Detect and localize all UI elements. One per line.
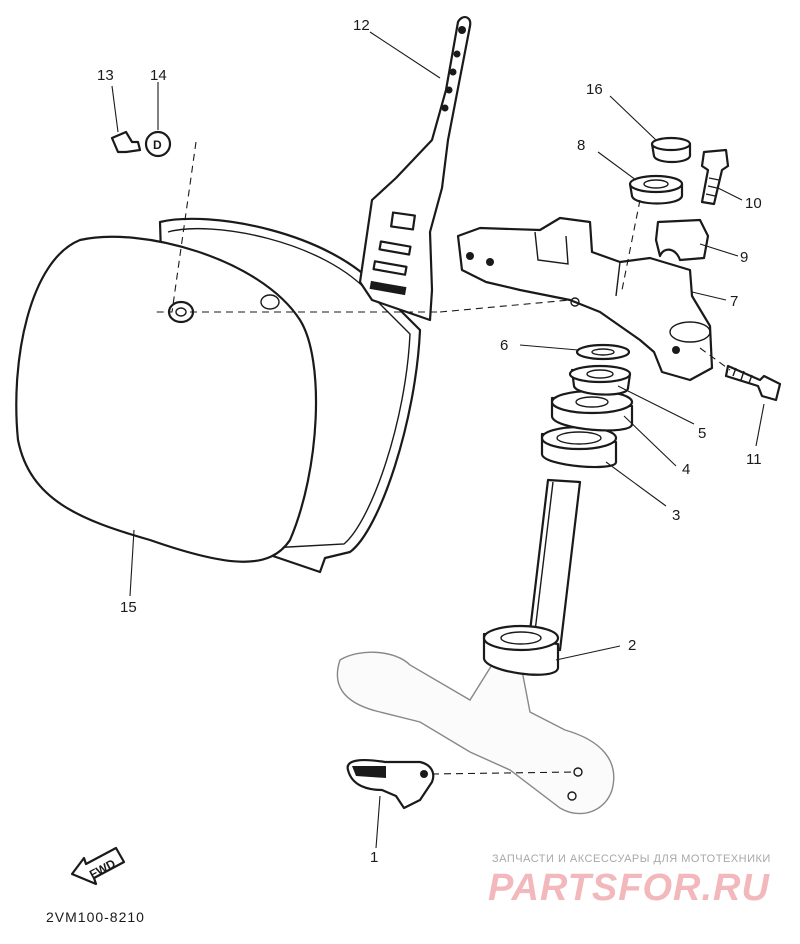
- fwd-arrow: FWD: [70, 846, 126, 886]
- callout-16: 16: [586, 81, 603, 98]
- callout-2: 2: [628, 637, 636, 654]
- washer-letter: D: [153, 138, 162, 152]
- leader-lines: [111, 31, 765, 849]
- callout-6: 6: [500, 337, 508, 354]
- part-11-pinch-bolt: [724, 364, 782, 402]
- callout-9: 9: [740, 249, 748, 266]
- callout-5: 5: [698, 425, 706, 442]
- steering-stem: [526, 478, 582, 652]
- callout-7: 7: [730, 293, 738, 310]
- watermark-brand: PARTSFOR.RU: [488, 867, 770, 909]
- part-12-plate-stay: [358, 16, 472, 322]
- part-2-lower-bearing: [482, 624, 560, 676]
- callout-3: 3: [672, 507, 680, 524]
- part-14-washer: D: [144, 130, 172, 158]
- assembly-lines: [152, 141, 731, 775]
- callout-14: 14: [150, 67, 167, 84]
- part-6-washer: [575, 343, 631, 361]
- part-7-upper-bracket: [456, 216, 714, 382]
- callout-10: 10: [745, 195, 762, 212]
- under-bracket: [336, 651, 615, 815]
- callout-8: 8: [577, 137, 585, 154]
- callout-4: 4: [682, 461, 690, 478]
- watermark: ЗАПЧАСТИ И АКСЕССУАРЫ ДЛЯ МОТОТЕХНИКИ PA…: [488, 853, 771, 909]
- callout-15: 15: [120, 599, 137, 616]
- watermark-tagline: ЗАПЧАСТИ И АКСЕССУАРЫ ДЛЯ МОТОТЕХНИКИ: [492, 853, 771, 865]
- callout-12: 12: [353, 17, 370, 34]
- part-13-screw: [110, 130, 142, 154]
- part-5-ring-nut: [568, 364, 632, 396]
- part-10-bolt: [700, 148, 730, 206]
- callout-1: 1: [370, 849, 378, 866]
- drawing-code: 2VM100-8210: [46, 909, 145, 925]
- callout-11: 11: [746, 451, 762, 468]
- part-15-number-plate: [15, 217, 422, 574]
- part-1-lock-bracket: [346, 759, 435, 810]
- part-8-damper: [628, 174, 684, 205]
- part-9-holder-cap: [654, 218, 710, 262]
- part-4-bearing-cover: [550, 389, 634, 432]
- callout-labels: 12 13 14 16 8 10 9 7 6 5 11 4 3 15 2 1: [97, 17, 762, 866]
- callout-13: 13: [97, 67, 114, 84]
- part-3-upper-bearing: [540, 425, 618, 469]
- part-16-cap: [650, 136, 692, 164]
